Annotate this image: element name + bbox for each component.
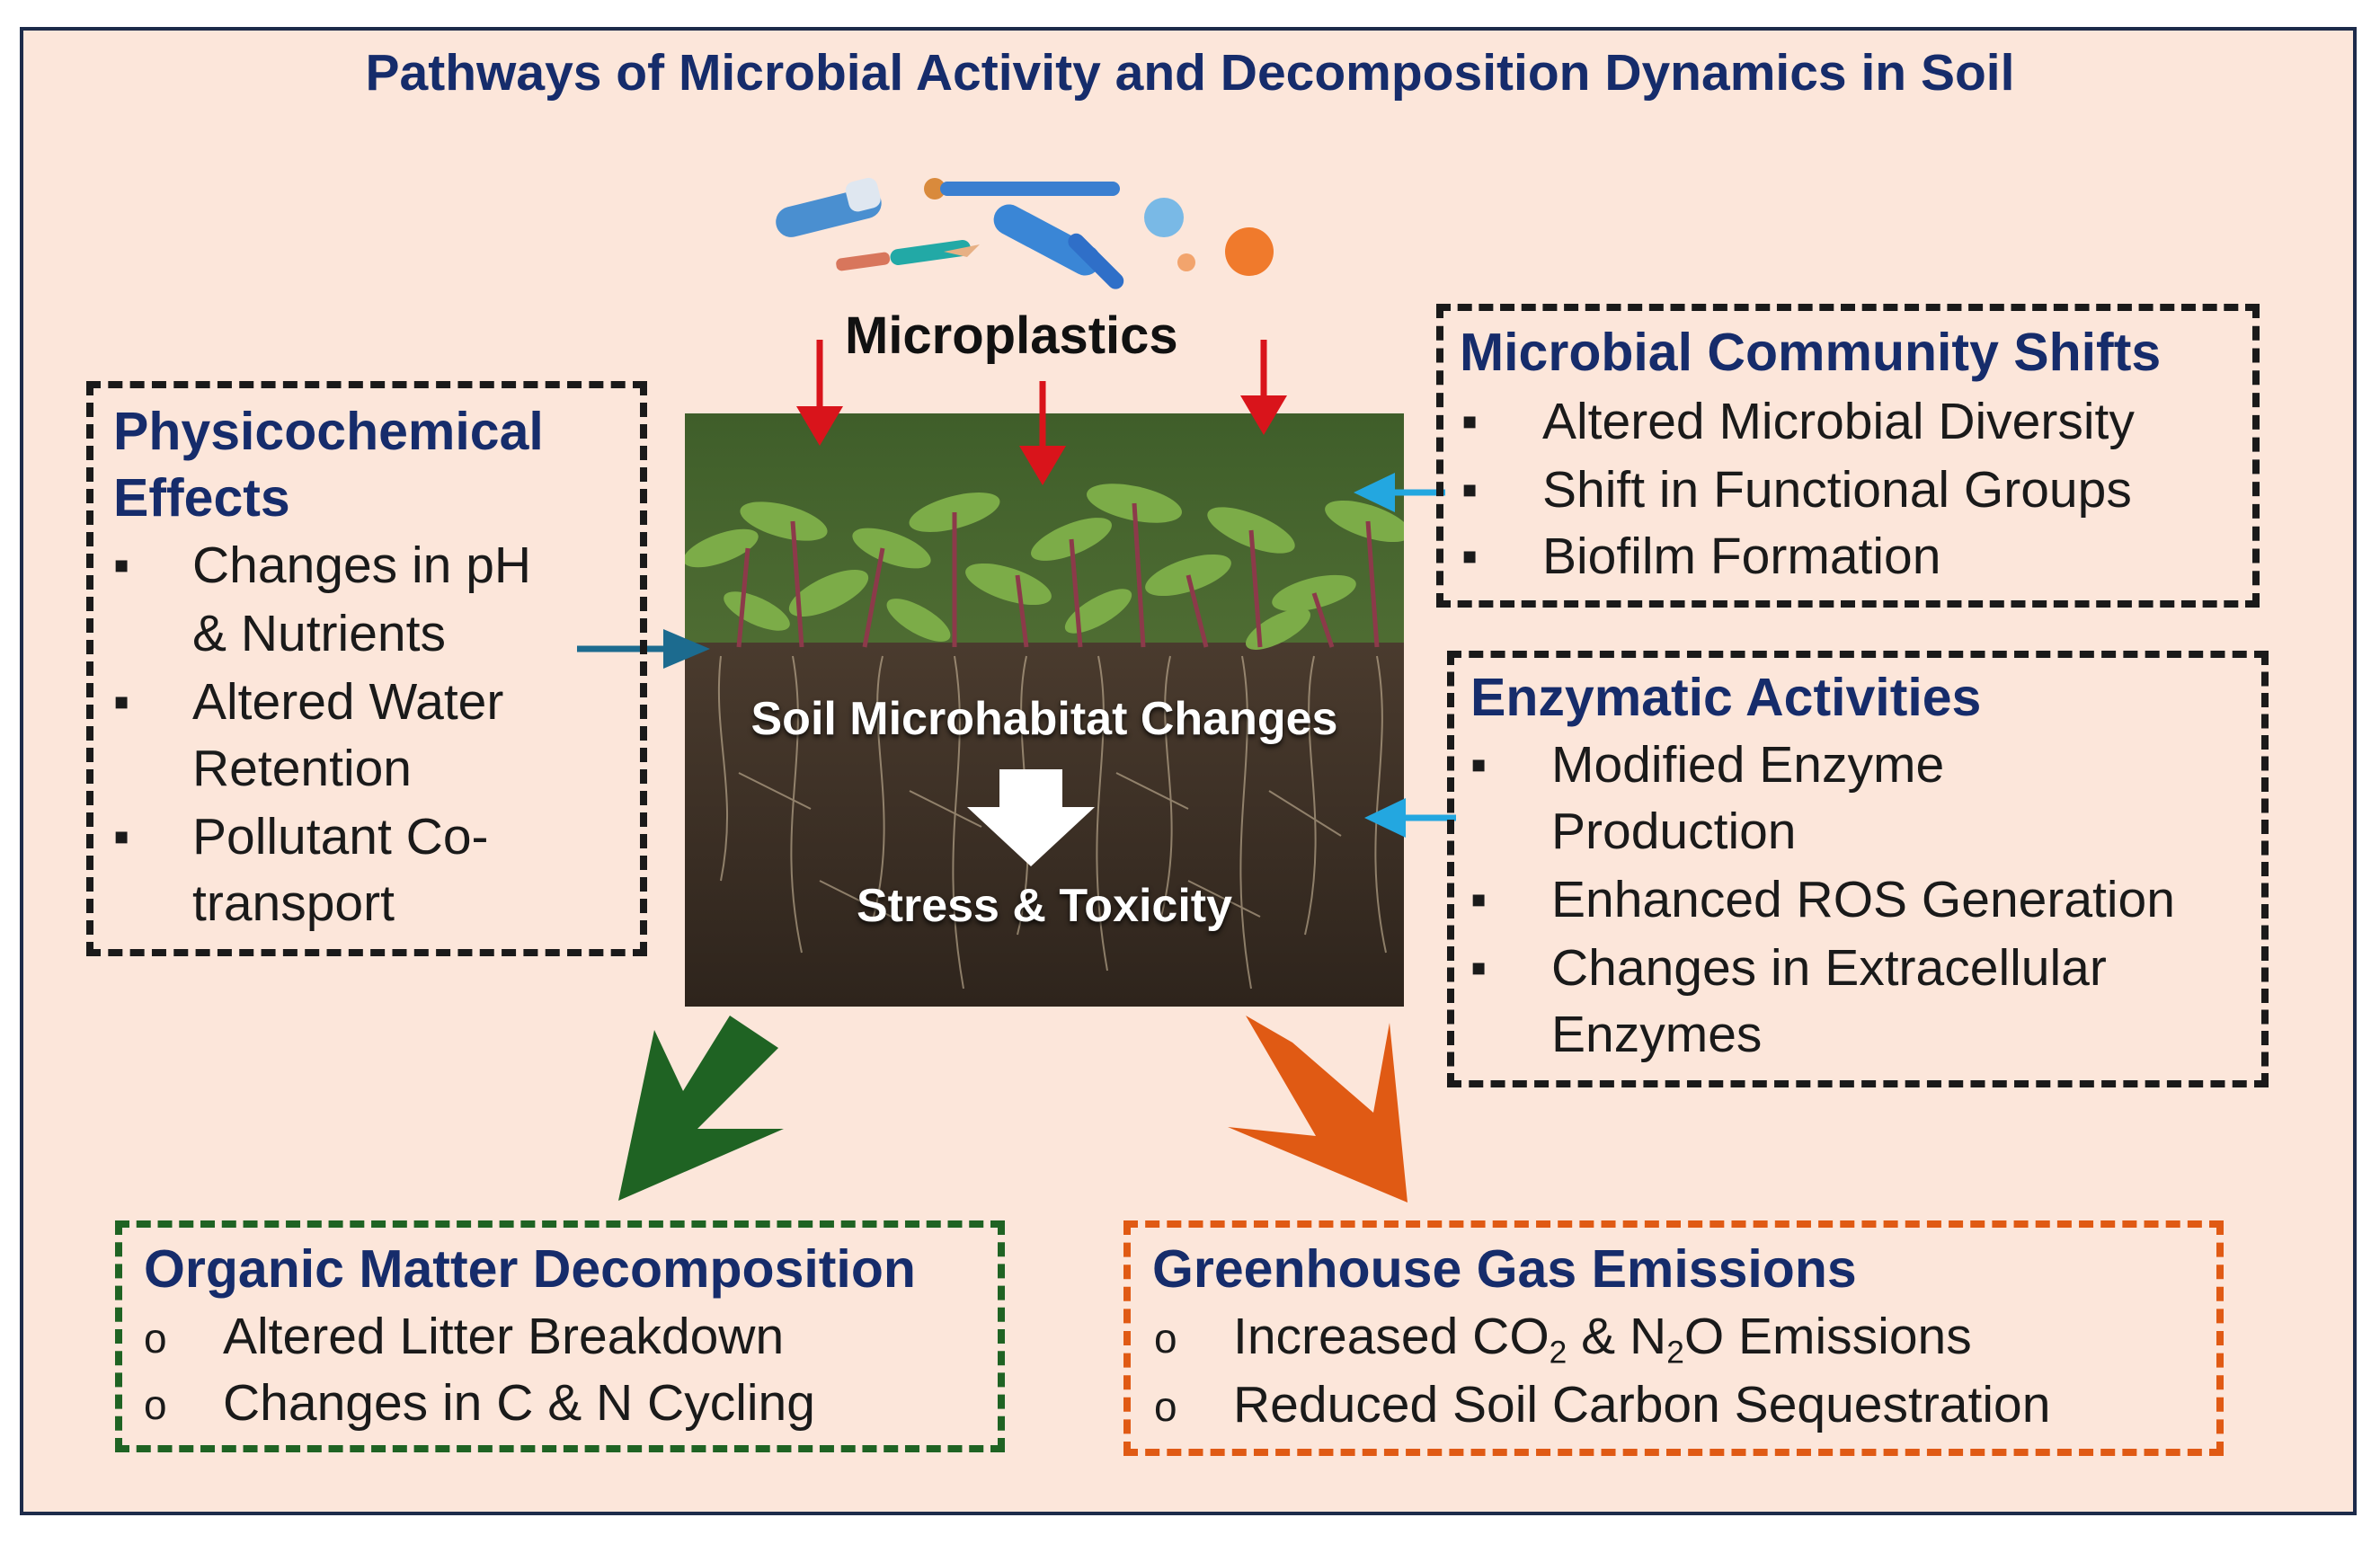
bullet-icon: ▪	[1470, 942, 1488, 994]
circle-bullet-icon: o	[144, 1315, 167, 1362]
red-arrow-left	[796, 340, 843, 446]
red-arrow-right	[1240, 340, 1287, 435]
enzymatic-item-2: Enhanced ROS Generation	[1551, 871, 2175, 928]
center-down-arrow	[967, 769, 1095, 866]
physicochemical-item-2-line2: Retention	[192, 740, 413, 797]
bullet-icon: ▪	[1461, 395, 1479, 448]
plastic-bead-orange	[1225, 227, 1274, 276]
green-arrow-decomposition	[618, 1016, 784, 1201]
enzymatic-title: Enzymatic Activities	[1470, 668, 1982, 727]
microbial-title: Microbial Community Shifts	[1460, 323, 2162, 382]
stress-toxicity-label: Stress & Toxicity	[856, 880, 1233, 932]
greenhouse-item-1-mid: & N	[1567, 1308, 1667, 1365]
plastic-rod-top	[924, 178, 1120, 200]
bullet-icon: ▪	[1461, 530, 1479, 582]
physicochemical-title-line2: Effects	[113, 468, 290, 528]
bullet-icon: ▪	[113, 811, 130, 863]
greenhouse-title: Greenhouse Gas Emissions	[1152, 1239, 1857, 1299]
physicochemical-item-3-line2: transport	[192, 874, 395, 932]
microbial-community-box	[1436, 304, 2260, 608]
co2-subscript: 2	[1549, 1335, 1567, 1371]
bullet-icon: ▪	[1470, 874, 1488, 926]
organic-item-2: Changes in C & N Cycling	[223, 1374, 815, 1432]
soil-microhabitat-label: Soil Microhabitat Changes	[750, 693, 1338, 745]
enzymatic-item-3-line2: Enzymes	[1551, 1006, 1763, 1063]
plastic-brush	[836, 239, 971, 271]
plastic-tube-middle	[993, 204, 1101, 276]
organic-title: Organic Matter Decomposition	[144, 1239, 916, 1299]
bullet-icon: ▪	[113, 539, 130, 591]
greenhouse-item-1-post: O Emissions	[1683, 1308, 1972, 1365]
diagram-title: Pathways of Microbial Activity and Decom…	[365, 44, 2015, 102]
greenhouse-item-1-pre: Increased CO	[1233, 1308, 1550, 1365]
plastic-fragment	[944, 244, 980, 257]
enzymatic-item-3-line1: Changes in Extracellular	[1551, 939, 2107, 997]
circle-bullet-icon: o	[1154, 1315, 1177, 1362]
plastic-tube-large	[776, 177, 882, 237]
teal-arrow-physicochemical	[577, 629, 710, 669]
plastic-rod-small	[1068, 233, 1124, 289]
microplastics-illustration	[776, 177, 1274, 289]
microbial-item-1: Altered Microbial Diversity	[1542, 393, 2135, 450]
circle-bullet-icon: o	[1154, 1383, 1177, 1430]
physicochemical-item-1-line1: Changes in pH	[192, 537, 532, 594]
enzymatic-item-1-line1: Modified Enzyme	[1551, 736, 1945, 794]
plastic-bead-blue	[1144, 198, 1184, 237]
organic-item-1: Altered Litter Breakdown	[223, 1308, 785, 1365]
soil-seedlings-image: Soil Microhabitat Changes Stress & Toxic…	[685, 413, 1404, 1007]
physicochemical-item-3-line1: Pollutant Co-	[192, 808, 489, 865]
red-arrow-middle	[1019, 381, 1066, 485]
bullet-icon: ▪	[1470, 739, 1488, 791]
n2o-subscript: 2	[1666, 1335, 1684, 1371]
enzymatic-item-1-line2: Production	[1551, 803, 1797, 860]
orange-arrow-greenhouse	[1228, 1016, 1408, 1202]
physicochemical-item-2-line1: Altered Water	[192, 673, 504, 731]
blue-arrow-microbial	[1354, 473, 1445, 512]
bullet-icon: ▪	[1461, 464, 1479, 516]
greenhouse-item-2: Reduced Soil Carbon Sequestration	[1233, 1376, 2051, 1433]
microbial-item-3: Biofilm Formation	[1542, 528, 1941, 585]
organic-matter-decomposition-box	[115, 1220, 1005, 1452]
physicochemical-effects-box	[86, 381, 647, 956]
greenhouse-gas-emissions-box	[1123, 1220, 2224, 1456]
physicochemical-item-1-line2: & Nutrients	[192, 605, 446, 662]
plastic-bead-small	[1177, 253, 1195, 271]
greenhouse-item-1: Increased CO2 & N2O Emissions	[1233, 1303, 1972, 1387]
circle-bullet-icon: o	[144, 1381, 167, 1428]
microbial-item-2: Shift in Functional Groups	[1542, 461, 2132, 519]
microplastics-label: Microplastics	[845, 306, 1178, 365]
enzymatic-activities-box	[1447, 651, 2269, 1087]
blue-arrow-enzymatic	[1364, 798, 1456, 838]
bullet-icon: ▪	[113, 676, 130, 728]
physicochemical-title-line1: Physicochemical	[113, 402, 544, 461]
